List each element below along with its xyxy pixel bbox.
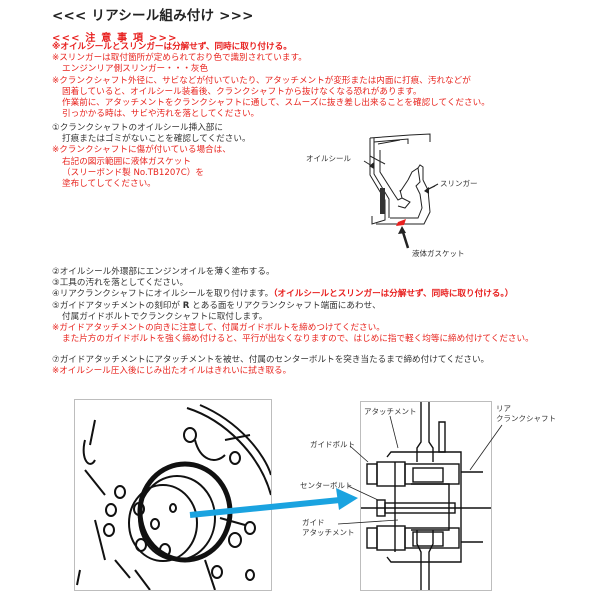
liquid-gasket-label: 液体ガスケット <box>412 249 465 258</box>
note-line: 引っかかる時は、サビや汚れを落としてください。 <box>62 109 260 120</box>
center-bolt-label: センターボルト <box>300 481 353 490</box>
guide-bolt-label: ガイドボルト <box>310 440 355 449</box>
step1-line: 右記の図示範囲に液体ガスケット <box>62 156 191 167</box>
note-line: 固着していると、オイルシール装着後、クランクシャフトから抜けなくなる恐れがありま… <box>62 86 422 97</box>
step4-line: ④リアクランクシャフトにオイルシールを取り付けます。（オイルシールとスリンガーは… <box>52 289 534 300</box>
crankshaft-label: クランクシャフト <box>496 414 556 423</box>
attachment-label: アタッチメント <box>364 407 417 416</box>
step1-line: ①クランクシャフトのオイルシール挿入部に <box>52 123 223 133</box>
step4-note: （オイルシールとスリンガーは分解せず、同時に取り付ける。） <box>273 289 514 300</box>
note-line: エンジンリア側スリンガー・・・灰色 <box>62 64 209 75</box>
step1-line: ※クランクシャフトに傷が付いている場合は、 <box>52 145 231 156</box>
oil-seal-label: オイルシール <box>306 154 351 163</box>
step7-block: ⑦ガイドアタッチメントにアタッチメントを被せ、付属のセンターボルトを突き当たるま… <box>52 355 489 377</box>
seal-cross-section-drawing <box>363 133 439 249</box>
step1-line: 打痕またはゴミがないことを確認してください。 <box>62 134 251 145</box>
step5-text-b: とある面をリアクランクシャフト端面にあわせ、 <box>192 300 381 311</box>
step1-line: 塗布してしてください。 <box>62 179 156 190</box>
step5-mark: R <box>182 300 190 311</box>
step2-line: ②オイルシール外環部にエンジンオイルを薄く塗布する。 <box>52 267 275 277</box>
liquid-gasket-mark <box>396 219 406 226</box>
crankshaft-hub-illustration <box>74 399 272 591</box>
step4-main: ④リアクランクシャフトにオイルシールを取り付けます。 <box>52 289 274 300</box>
rubber-hatch <box>380 188 385 214</box>
notes-block: ※オイルシールとスリンガーは分解せず、同時に取り付ける。 ※スリンガーは取付箇所… <box>52 42 490 120</box>
step1-line: （スリーボンド製 No.TB1207C）を <box>62 167 204 178</box>
guide-label: ガイド <box>302 518 325 527</box>
note-line: 作業前に、アタッチメントをクランクシャフトに通して、スムーズに抜き差し出来ること… <box>62 98 490 109</box>
step5-line: ⑤ガイドアタッチメントの刻印が R とある面をリアクランクシャフト端面にあわせ、 <box>52 301 534 312</box>
step6-note-1: ※ガイドアタッチメントの向きに注意して、付属ガイドボルトを締めつけてください。 <box>52 323 385 334</box>
steps-2-6-block: ②オイルシール外環部にエンジンオイルを薄く塗布する。 ③工具の汚れを落としてくだ… <box>52 267 534 345</box>
guide-attachment-label: アタッチメント <box>302 528 355 537</box>
step7-note: ※オイルシール圧入後にじみ出たオイルはきれいに拭き取る。 <box>52 366 292 377</box>
step6-note-2: また片方のガイドボルトを強く締め付けると、平行が出なくなりますので、はじめに指で… <box>62 334 534 345</box>
assembly-cross-section-illustration <box>360 401 492 591</box>
page-title: <<< リアシール組み付け >>> <box>52 8 254 24</box>
seal-diagram: オイルシール スリンガー 液体ガスケット <box>290 120 490 260</box>
step5-line-2: 付属ガイドボルトでクランクシャフトに取付します。 <box>62 311 268 322</box>
step7-line: ⑦ガイドアタッチメントにアタッチメントを被せ、付属のセンターボルトを突き当たるま… <box>52 355 490 365</box>
note-line: ※スリンガーは取付箇所が定められており色で識別されています。 <box>52 53 307 64</box>
step3-line: ③工具の汚れを落としてください。 <box>52 278 189 289</box>
assembly-drawing <box>361 402 491 590</box>
notes-heading: <<< 注 意 事 項 >>> <box>52 33 178 44</box>
slinger-label: スリンガー <box>440 179 478 188</box>
rear-label: リア <box>496 404 511 413</box>
note-line: ※クランクシャフト外径に、サビなどが付いていたり、アタッチメントが変形または内面… <box>52 75 471 86</box>
step1-block: ①クランクシャフトのオイルシール挿入部に 打痕またはゴミがないことを確認してくだ… <box>52 123 251 190</box>
step5-text-a: ⑤ガイドアタッチメントの刻印が <box>52 300 181 311</box>
note-line: ※オイルシールとスリンガーは分解せず、同時に取り付ける。 <box>52 42 292 52</box>
